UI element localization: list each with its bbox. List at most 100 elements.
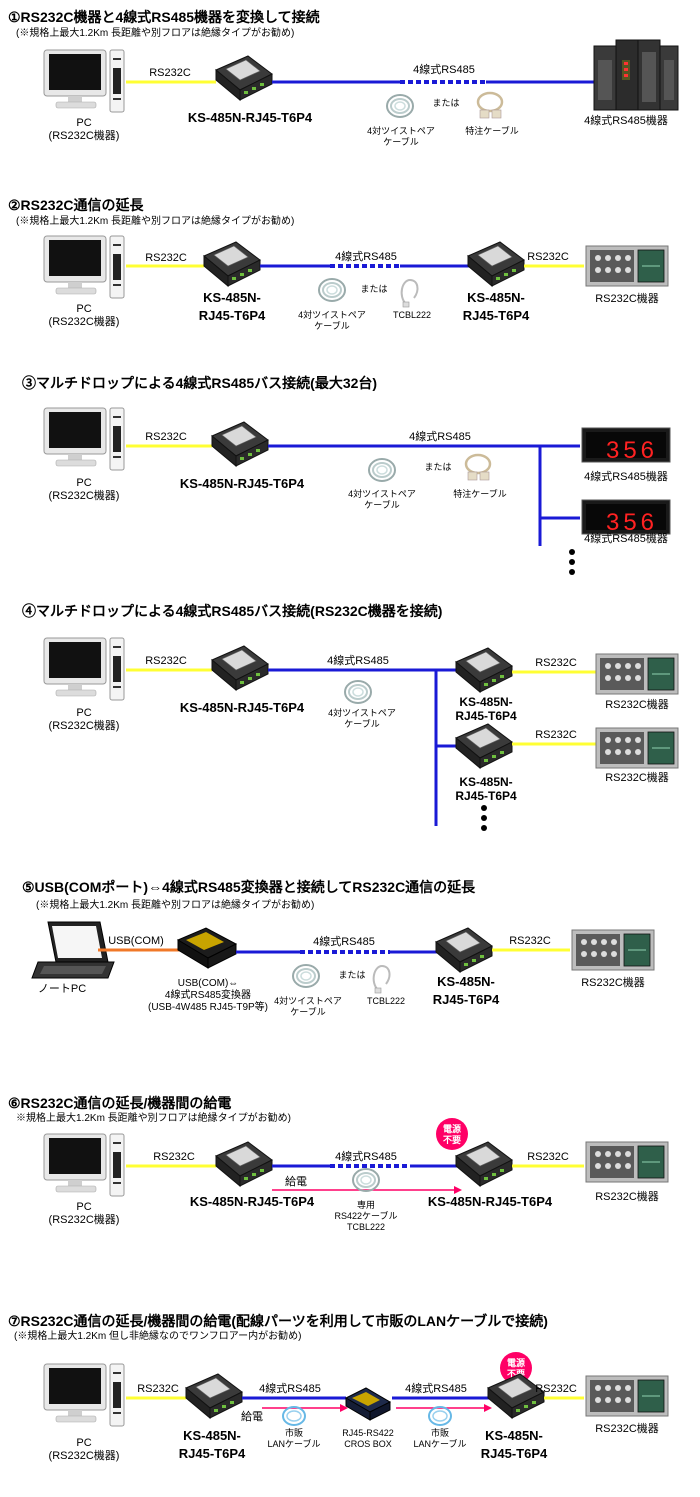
- section-4: ④マルチドロップによる4線式RS485バス接続(RS232C機器を接続) PC …: [22, 603, 679, 831]
- plc-icon: [593, 39, 679, 111]
- section-7: ⑦RS232C通信の延長/機器間の給電(配線パーツを利用して市販のLANケーブル…: [8, 1313, 669, 1462]
- rs232c-label: RS232C: [145, 655, 187, 667]
- pc-label: PC: [76, 117, 91, 129]
- converter-label: KS-485N-: [467, 290, 525, 305]
- lan-cable-label: LANケーブル: [414, 1438, 467, 1449]
- device-label: RS232C機器: [595, 1421, 659, 1435]
- cable-label: 特注ケーブル: [453, 488, 506, 499]
- pc-sub-label: (RS232C機器): [49, 488, 120, 502]
- cable-label: 4対ツイストペア: [298, 309, 366, 320]
- pc-label: PC: [76, 477, 91, 489]
- converter-label: RJ45-T6P4: [455, 789, 517, 803]
- converter-icon: [203, 241, 261, 287]
- or-label: または: [424, 462, 451, 472]
- twisted-pair-cable-icon: [386, 94, 414, 118]
- tcbl222-cable-icon: [400, 279, 419, 308]
- pc-label: PC: [76, 1437, 91, 1449]
- power-label: 給電: [241, 1409, 263, 1423]
- lan-cable-label: LANケーブル: [268, 1438, 321, 1449]
- rs232c-label: RS232C: [153, 1151, 195, 1163]
- or-label: または: [360, 284, 387, 294]
- section-3: ③マルチドロップによる4線式RS485バス接続(最大32台) PC (RS232…: [22, 375, 671, 575]
- rs232c-label: RS232C: [535, 657, 577, 669]
- section-title: ⑥RS232C通信の延長/機器間の給電: [8, 1095, 231, 1111]
- twisted-pair-cable-icon: [344, 680, 372, 704]
- led-display-value: 356: [606, 509, 658, 536]
- cable-label: 専用: [357, 1199, 375, 1210]
- usb-converter-label: USB(COM)⇔: [178, 978, 239, 989]
- cable-label: TCBL222: [347, 1222, 385, 1232]
- usb-converter-label: (USB-4W485 RJ45-T9P等): [148, 1000, 268, 1013]
- section-note: (※規格上最大1.2Km 長距離や別フロアは絶縁タイプがお勧め): [36, 898, 314, 911]
- pc-sub-label: (RS232C機器): [49, 718, 120, 732]
- badge-label: 不要: [507, 1369, 525, 1379]
- ellipsis-dot: [481, 815, 487, 821]
- cable-label: ケーブル: [290, 1006, 325, 1017]
- converter-label: RJ45-T6P4: [433, 992, 500, 1007]
- lan-cable-icon: [282, 1406, 306, 1426]
- cable-label: ケーブル: [364, 499, 399, 510]
- device-label: 4線式RS485機器: [584, 469, 668, 483]
- ellipsis-dot: [569, 549, 575, 555]
- pc-icon: [43, 637, 125, 701]
- usb-converter-icon: [177, 927, 237, 969]
- device-label: RS232C機器: [595, 1189, 659, 1203]
- rs232c-label: RS232C: [527, 1151, 569, 1163]
- section-title: ①RS232C機器と4線式RS485機器を変換して接続: [8, 9, 320, 25]
- cros-box-label: CROS BOX: [344, 1439, 392, 1449]
- cable-label: ケーブル: [344, 718, 379, 729]
- converter-icon: [185, 1373, 243, 1419]
- cable-label: 4対ツイストペア: [367, 125, 435, 136]
- ellipsis-dot: [481, 805, 487, 811]
- ellipsis-dot: [569, 569, 575, 575]
- usb-label: USB(COM): [108, 935, 164, 947]
- converter-icon: [455, 723, 513, 769]
- rs485-label: 4線式RS485: [313, 934, 375, 948]
- lan-cable-label: 市販: [285, 1427, 303, 1438]
- ellipsis-dot: [569, 559, 575, 565]
- section-title: ②RS232C通信の延長: [8, 197, 144, 213]
- device-label: RS232C機器: [605, 697, 669, 711]
- pc-label: PC: [76, 1201, 91, 1213]
- converter-label: KS-485N-: [437, 974, 495, 989]
- converter-label: RJ45-T6P4: [463, 308, 530, 323]
- pc-sub-label: (RS232C機器): [49, 128, 120, 142]
- cable-label: 特注ケーブル: [465, 125, 518, 136]
- twisted-pair-cable-icon: [318, 278, 346, 302]
- rs232c-device-icon: [585, 1141, 669, 1183]
- no-power-badge: [436, 1118, 468, 1150]
- rs485-label: 4線式RS485: [335, 249, 397, 263]
- or-label: または: [338, 970, 365, 980]
- badge-label: 不要: [443, 1135, 461, 1145]
- rs232c-device-icon: [585, 245, 669, 287]
- pc-icon: [43, 1133, 125, 1197]
- cable-label: RS422ケーブル: [335, 1210, 398, 1221]
- power-feed-arrowhead: [484, 1404, 492, 1412]
- converter-label: KS-485N-RJ45-T6P4: [190, 1194, 315, 1209]
- rs485-label: 4線式RS485: [335, 1149, 397, 1163]
- converter-label: KS-485N-RJ45-T6P4: [428, 1194, 553, 1209]
- cable-label: ケーブル: [314, 320, 349, 331]
- section-title: ⑦RS232C通信の延長/機器間の給電(配線パーツを利用して市販のLANケーブル…: [8, 1313, 548, 1329]
- rs232c-label: RS232C: [145, 431, 187, 443]
- converter-label: RJ45-T6P4: [455, 709, 517, 723]
- converter-icon: [215, 1141, 273, 1187]
- converter-label: KS-485N-: [485, 1428, 543, 1443]
- converter-label: KS-485N-: [459, 775, 512, 789]
- converter-icon: [455, 647, 513, 693]
- lan-cable-label: 市販: [431, 1427, 449, 1438]
- device-label: RS232C機器: [595, 291, 659, 305]
- pc-icon: [43, 235, 125, 299]
- custom-cable-icon: [464, 453, 492, 482]
- pc-label: PC: [76, 303, 91, 315]
- cable-label: 4対ツイストペア: [274, 995, 342, 1006]
- rs232c-label: RS232C: [535, 1383, 577, 1395]
- converter-label: KS-485N-: [203, 290, 261, 305]
- cros-box-label: RJ45-RS422: [342, 1428, 394, 1438]
- section-title: ④マルチドロップによる4線式RS485バス接続(RS232C機器を接続): [22, 603, 442, 619]
- device-label: RS232C機器: [605, 770, 669, 784]
- converter-label: RJ45-T6P4: [199, 308, 266, 323]
- section-note: (※規格上最大1.2Km 長距離や別フロアは絶縁タイプがお勧め): [16, 26, 294, 39]
